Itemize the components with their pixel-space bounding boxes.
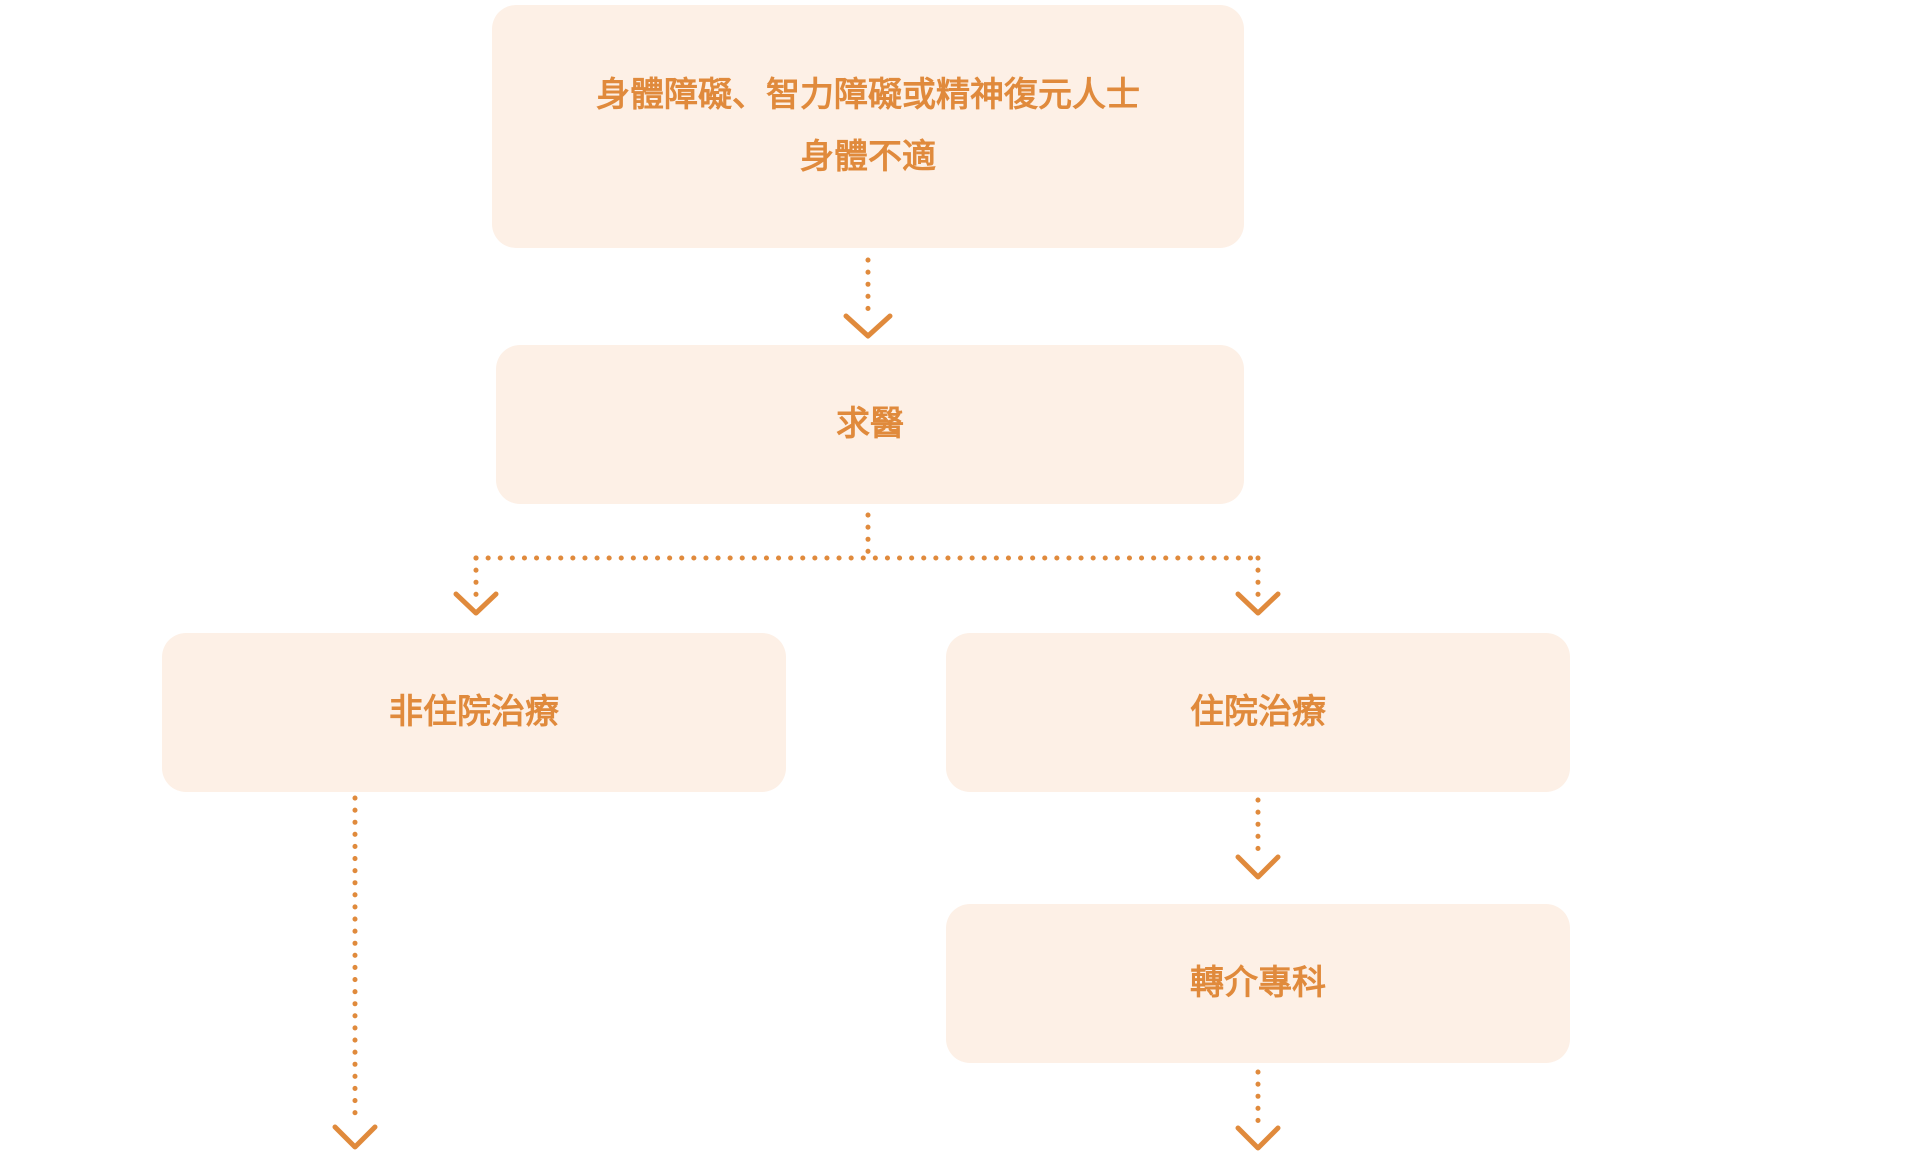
arrowhead-seek bbox=[843, 313, 893, 339]
node-unwell-persons: 身體障礙、智力障礙或精神復元人士 身體不適 bbox=[492, 5, 1244, 248]
arrowhead-outpatient-end bbox=[332, 1124, 378, 1150]
node-outpatient-label: 非住院治療 bbox=[389, 691, 559, 732]
arrowhead-referral bbox=[1235, 854, 1281, 880]
node-seek-medical: 求醫 bbox=[496, 345, 1244, 504]
node-inpatient-label: 住院治療 bbox=[1190, 691, 1326, 732]
node-unwell-persons-line1: 身體障礙、智力障礙或精神復元人士 bbox=[596, 75, 1140, 116]
arrowhead-outpatient bbox=[453, 591, 499, 616]
node-seek-medical-label: 求醫 bbox=[836, 403, 904, 444]
arrowhead-inpatient bbox=[1235, 591, 1281, 616]
node-unwell-persons-line2: 身體不適 bbox=[800, 136, 936, 177]
arrowhead-referral-end bbox=[1235, 1125, 1281, 1151]
node-outpatient: 非住院治療 bbox=[162, 633, 786, 792]
node-inpatient: 住院治療 bbox=[946, 633, 1570, 792]
node-referral-label: 轉介專科 bbox=[1190, 962, 1326, 1003]
node-referral: 轉介專科 bbox=[946, 904, 1570, 1063]
